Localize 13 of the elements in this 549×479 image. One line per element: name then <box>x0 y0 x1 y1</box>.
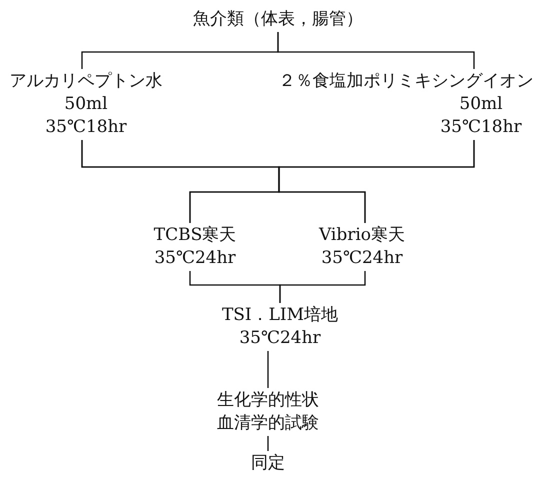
step-text: ２％食塩加ポリミキシングイオン 50ml 35℃18hr <box>278 70 534 139</box>
step-text: 生化学的性状 血清学的試験 <box>217 389 319 435</box>
step-text: 魚介類（体表，腸管） <box>193 8 363 31</box>
connector-line <box>278 140 475 223</box>
step-text: アルカリペプトン水 50ml 35℃18hr <box>10 70 162 139</box>
connector-line <box>267 351 269 388</box>
step-text: Vibrio寒天 35℃24hr <box>318 224 406 270</box>
step-text: TSI．LIM培地 35℃24hr <box>222 304 338 350</box>
step-text: 同定 <box>251 452 285 475</box>
connector-line <box>277 32 475 69</box>
step-text: TCBS寒天 35℃24hr <box>154 224 236 270</box>
connector-line <box>267 436 269 451</box>
connector-line <box>279 271 366 303</box>
